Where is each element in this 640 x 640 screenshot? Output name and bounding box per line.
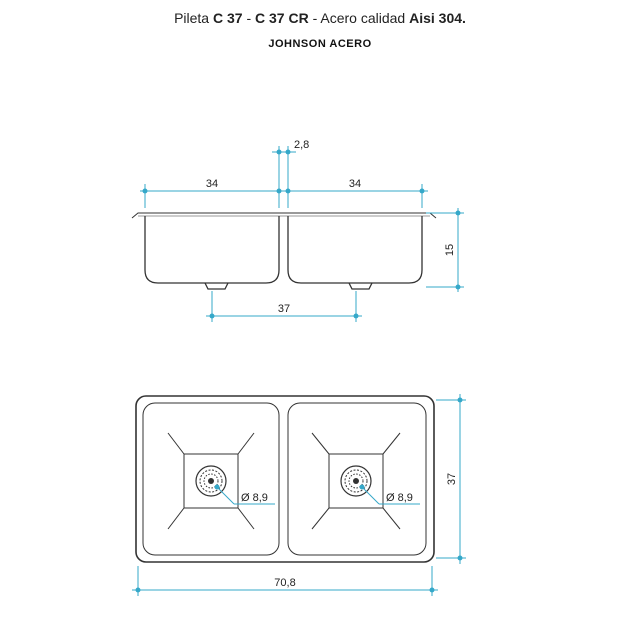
dim-dot — [455, 284, 461, 290]
side-bowl-left — [144, 216, 280, 284]
top-bowl-right — [287, 402, 427, 556]
drain-right-center — [353, 478, 359, 484]
dim-drain-left-label: Ø 8,9 — [241, 492, 268, 504]
title-prefix: Pileta — [174, 10, 213, 26]
dim-depth-label: 37 — [446, 473, 458, 485]
drain-right-square — [328, 453, 384, 509]
dim-right-width-label: 34 — [349, 178, 361, 190]
drain-left-center — [208, 478, 214, 484]
side-view: 2,8 34 34 15 37 — [131, 139, 464, 322]
dim-dot — [359, 484, 365, 490]
slope-line — [382, 507, 401, 530]
dim-height-label: 15 — [444, 244, 456, 256]
top-bowl-left — [142, 402, 280, 556]
dim-drain-right-leader — [361, 486, 380, 505]
product-title: Pileta C 37 - C 37 CR - Acero calidad Ai… — [0, 10, 640, 26]
dim-left-width-label: 34 — [206, 178, 218, 190]
drain-right-grid-inner — [348, 473, 364, 489]
side-rim — [131, 212, 437, 219]
dim-dot — [455, 210, 461, 216]
dim-drain-right-label: Ø 8,9 — [386, 492, 413, 504]
dim-dot — [285, 188, 291, 194]
slope-line — [167, 507, 185, 530]
title-separator: - — [242, 10, 256, 26]
dim-drain-left-leader — [216, 486, 235, 505]
dim-dot — [142, 188, 148, 194]
drain-left-square — [183, 453, 239, 509]
top-outer-rim — [135, 395, 435, 563]
title-material-label: - Acero calidad — [308, 10, 410, 26]
dim-dot — [457, 397, 463, 403]
drain-right-ring — [340, 465, 372, 497]
dim-dot — [214, 484, 220, 490]
dim-dot — [276, 188, 282, 194]
dim-dot — [419, 188, 425, 194]
dim-dot — [353, 313, 359, 319]
title-model-a: C 37 — [212, 10, 243, 26]
dim-drain-spacing-label: 37 — [278, 303, 290, 315]
drain-left-grid-inner — [203, 473, 219, 489]
dim-total-width-label: 70,8 — [274, 577, 295, 589]
drain-right-grid — [344, 469, 368, 493]
dim-dot — [209, 313, 215, 319]
top-view: Ø 8,9 Ø 8,9 37 70,8 — [132, 394, 466, 596]
brand-name: JOHNSON ACERO — [268, 38, 372, 50]
dim-dot — [457, 555, 463, 561]
slope-line — [237, 432, 255, 455]
slope-line — [237, 507, 255, 530]
side-drain-left — [204, 282, 229, 290]
title-model-b: C 37 CR — [255, 10, 309, 26]
slope-line — [311, 507, 330, 530]
slope-line — [167, 432, 185, 455]
slope-line — [382, 432, 401, 455]
drain-left-ring — [195, 465, 227, 497]
drain-right — [311, 432, 401, 530]
drain-left-grid — [199, 469, 223, 493]
dim-dot — [276, 149, 282, 155]
title-material: Aisi 304. — [409, 10, 466, 26]
slope-line — [311, 432, 330, 455]
side-drain-right — [348, 282, 373, 290]
drain-left — [167, 432, 255, 530]
dim-dot — [429, 587, 435, 593]
side-bowl-right — [287, 216, 423, 284]
dim-dot — [285, 149, 291, 155]
dim-dot — [135, 587, 141, 593]
dim-gap-label: 2,8 — [294, 139, 309, 151]
